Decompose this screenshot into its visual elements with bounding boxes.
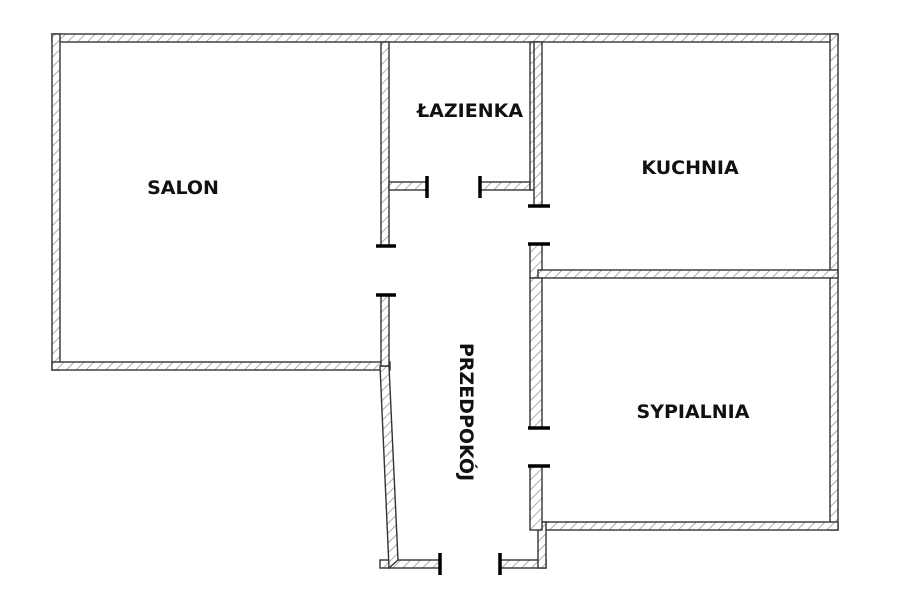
room-labels: SALON ŁAZIENKA KUCHNIA SYPIALNIA PRZEDPO… [147, 100, 750, 481]
wall-salon-right-upper [380, 41, 390, 247]
wall-left [51, 33, 61, 371]
wall-bedroom-left-lower [529, 465, 543, 531]
wall-bath-right-stub [479, 181, 531, 191]
room-label-salon: SALON [147, 177, 219, 199]
wall-right [829, 33, 839, 531]
wall-kitchen-bottom [537, 269, 839, 279]
wall-salon-right-lower [380, 294, 390, 367]
walls [51, 33, 839, 570]
room-label-kuchnia: KUCHNIA [641, 157, 739, 179]
room-label-przedpokoj: PRZEDPOKÓJ [455, 343, 479, 481]
wall-bath-left-stub [388, 181, 428, 191]
room-label-lazienka: ŁAZIENKA [416, 100, 523, 122]
wall-top [51, 33, 839, 43]
door-marks [376, 176, 550, 575]
room-label-sypialnia: SYPIALNIA [637, 401, 750, 423]
wall-sypialnia-bottom [537, 521, 839, 531]
wall-bedroom-left-upper [529, 277, 543, 429]
wall-corridor-left [379, 365, 399, 570]
wall-salon-bottom [51, 361, 391, 371]
wall-kitchen-left-top [533, 41, 543, 207]
